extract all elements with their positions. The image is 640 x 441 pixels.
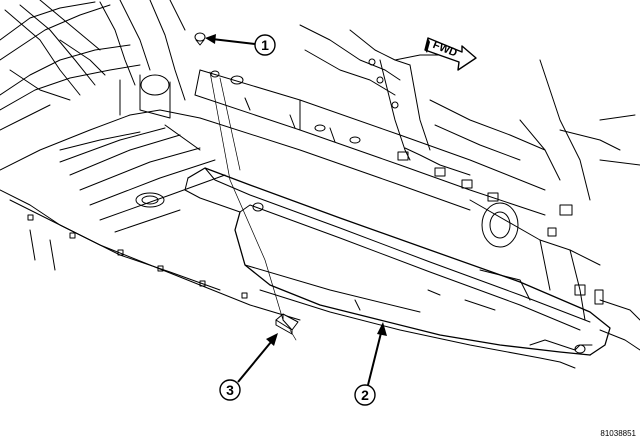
inner-sill — [164, 69, 546, 216]
push-pin-retainer — [194, 32, 206, 46]
callout-2: 2 — [354, 322, 387, 406]
molding-clip — [275, 313, 299, 335]
forward-direction-arrow: FWD — [424, 37, 477, 71]
floor-pan — [0, 74, 301, 321]
sill-clips — [397, 151, 604, 305]
callout-1-number: 1 — [261, 37, 269, 53]
callout-1: 1 — [205, 34, 276, 56]
interior-frame-linework — [0, 0, 186, 131]
callout-3: 3 — [219, 333, 278, 401]
figure-code: 81038851 — [600, 429, 636, 438]
callout-2-number: 2 — [361, 387, 369, 403]
callout-3-number: 3 — [226, 382, 234, 398]
alignment-lines — [209, 71, 297, 341]
wheel-well-area — [469, 199, 640, 351]
b-pillar — [299, 24, 640, 201]
sill-molding — [184, 167, 611, 369]
